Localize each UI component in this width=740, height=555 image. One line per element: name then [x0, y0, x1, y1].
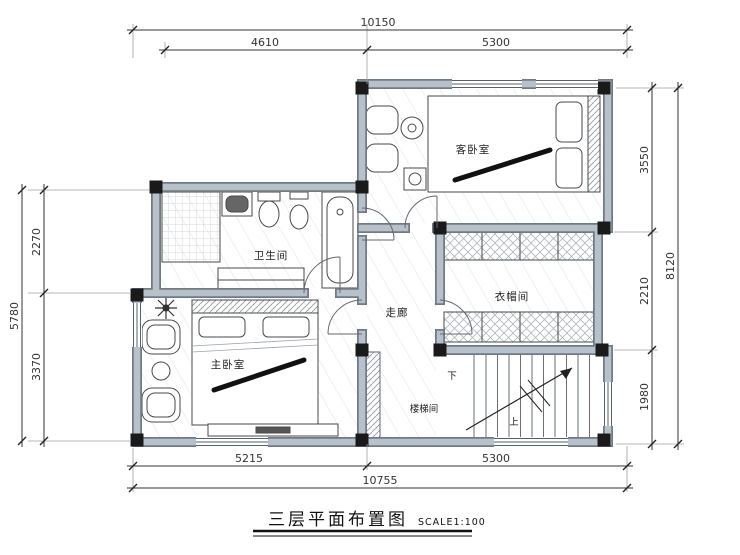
- window-top-2: [536, 79, 598, 89]
- dim-right-seg-1: 3550: [638, 146, 651, 174]
- structural-columns: [130, 81, 611, 447]
- dim-top-seg-2: 5300: [482, 36, 510, 49]
- room-label-guest-bedroom: 客卧室: [456, 143, 491, 156]
- dim-bottom-seg-2: 5300: [482, 452, 510, 465]
- dimension-lines: 10150 4610 5300 5215 5300 10755 2270 337…: [8, 16, 684, 493]
- dim-left-seg-1: 2270: [30, 228, 43, 256]
- stairs-down-label: 下: [447, 371, 457, 382]
- dim-top-seg-1: 4610: [251, 36, 279, 49]
- room-label-stairwell: 楼梯间: [410, 403, 439, 415]
- room-label-corridor: 走廊: [386, 306, 409, 319]
- stairs-up-label: 上: [509, 417, 519, 428]
- dim-left-total: 5780: [8, 302, 21, 330]
- dim-bottom-total: 10755: [363, 474, 398, 487]
- guest-bed: [403, 95, 601, 193]
- room-label-bathroom: 卫生间: [254, 249, 289, 262]
- window-right: [603, 382, 613, 426]
- dim-left-seg-2: 3370: [30, 353, 43, 381]
- master-armchairs: [141, 319, 181, 423]
- dim-right-seg-3: 1980: [638, 383, 651, 411]
- drawing-title: 三层平面布置图: [268, 510, 408, 530]
- drawing-scale: SCALE1:100: [418, 517, 486, 528]
- room-labels: 客卧室 卫生间 主卧室 走廊 衣帽间 楼梯间 下 上: [211, 143, 530, 428]
- dim-top-total: 10150: [361, 16, 396, 29]
- furniture: [141, 95, 601, 439]
- window-left: [132, 303, 142, 347]
- room-label-cloakroom: 衣帽间: [495, 290, 530, 303]
- dim-right-seg-2: 2210: [638, 277, 651, 305]
- ceiling-fan-icon: [155, 297, 177, 319]
- cloakroom-closets: [443, 231, 599, 343]
- title-block: 三层平面布置图 SCALE1:100: [253, 510, 486, 537]
- dim-right-total: 8120: [664, 252, 677, 280]
- dim-bottom-seg-1: 5215: [235, 452, 263, 465]
- guest-armchairs: [365, 105, 424, 173]
- master-bed: [191, 299, 319, 426]
- room-label-master-bedroom: 主卧室: [211, 358, 246, 371]
- tv-bench: [207, 423, 339, 437]
- window-bottom-1: [196, 437, 268, 447]
- stairs: [363, 351, 590, 439]
- window-top-1: [452, 79, 522, 89]
- window-bottom-2: [494, 437, 568, 447]
- windows: [132, 79, 613, 447]
- doors: [303, 195, 473, 335]
